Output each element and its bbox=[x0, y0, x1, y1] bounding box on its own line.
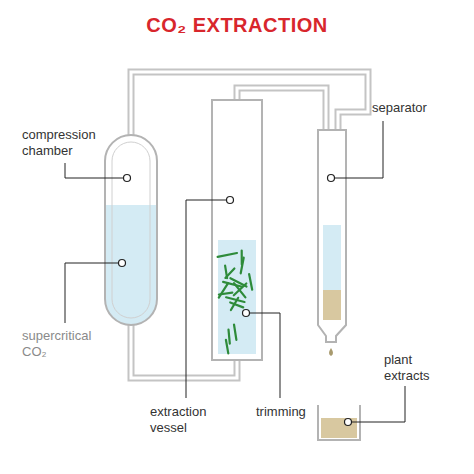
trimming-stick bbox=[218, 253, 237, 257]
trimming-stick bbox=[231, 298, 238, 310]
trimming-stick bbox=[234, 284, 247, 296]
compression-chamber bbox=[105, 135, 157, 330]
product-label: plant extracts bbox=[384, 352, 454, 384]
diagram-title: CO₂ EXTRACTION bbox=[0, 14, 474, 37]
trimming-stick bbox=[234, 325, 236, 340]
trimming-stick bbox=[225, 269, 234, 278]
pipes bbox=[131, 72, 368, 378]
extraction-vessel bbox=[212, 100, 262, 360]
trimming-stick bbox=[249, 274, 252, 290]
leader-dots bbox=[119, 175, 352, 426]
part-label: compression chamber bbox=[22, 127, 104, 159]
trimming-stick bbox=[219, 283, 228, 297]
trimming-stick bbox=[229, 330, 230, 344]
trimming-stick bbox=[226, 340, 228, 354]
trimming-stick bbox=[241, 258, 244, 274]
part-label: separator bbox=[372, 100, 462, 116]
leader-lines bbox=[65, 121, 405, 422]
substance-label: supercritical CO₂ bbox=[22, 328, 117, 360]
part-label: extraction vessel bbox=[150, 404, 230, 436]
separator-vessel bbox=[318, 130, 346, 356]
part-label: trimming bbox=[256, 404, 336, 420]
